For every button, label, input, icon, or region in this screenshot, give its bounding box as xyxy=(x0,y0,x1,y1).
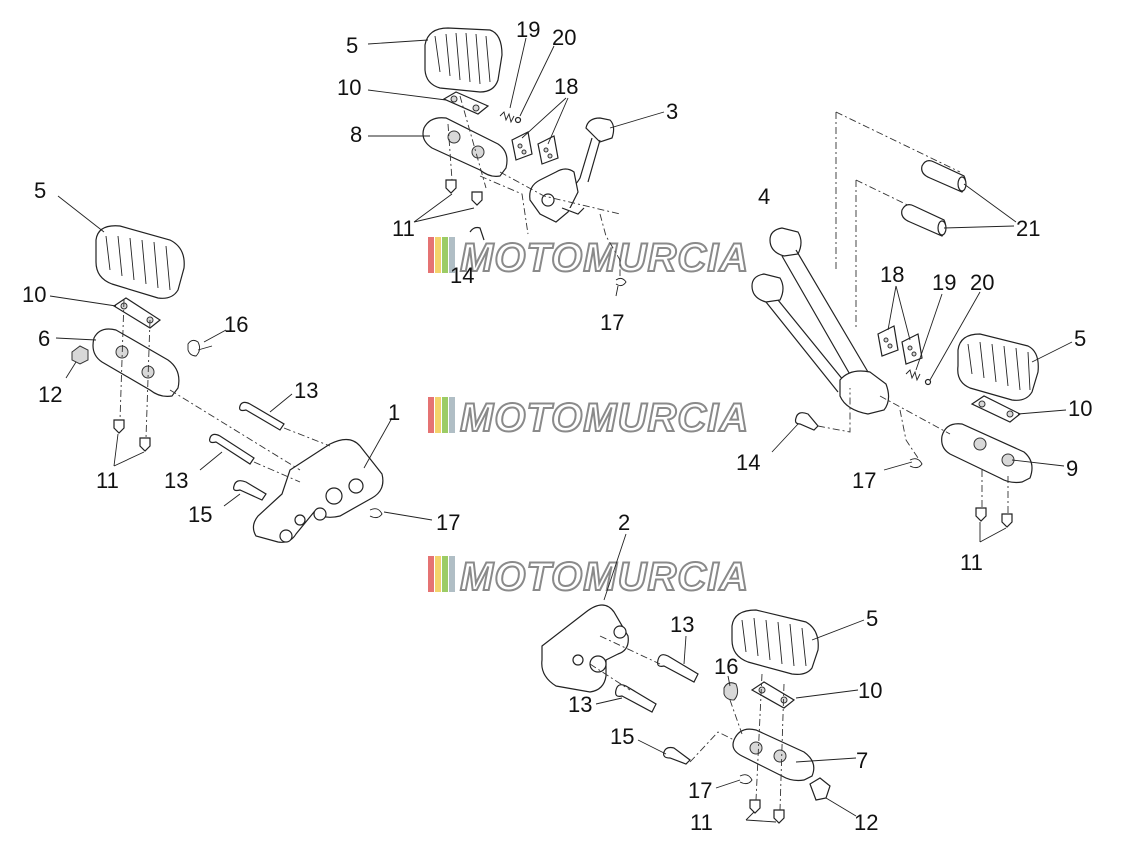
spring-clip xyxy=(723,682,739,701)
callout-label: 11 xyxy=(690,810,713,835)
callout-label: 20 xyxy=(552,25,576,50)
callout-label: 19 xyxy=(932,270,956,295)
callout-label: 10 xyxy=(858,678,882,703)
callout-label: 13 xyxy=(568,692,592,717)
footpeg-rubber xyxy=(424,27,503,93)
callout-label: 5 xyxy=(866,606,878,631)
pin xyxy=(794,412,819,431)
callout-label: 21 xyxy=(1016,216,1040,241)
callout-label: 2 xyxy=(618,510,630,535)
ball xyxy=(514,116,522,124)
main-bracket xyxy=(252,438,384,543)
ball xyxy=(924,378,932,386)
callout-label: 5 xyxy=(1074,326,1086,351)
pin xyxy=(233,480,267,501)
circlip xyxy=(615,277,627,287)
circlip xyxy=(739,774,753,785)
assembly-left: 5 10 6 16 12 11 13 1 13 15 17 xyxy=(22,178,460,543)
watermark-middle: MOTOMURCIA xyxy=(428,395,749,441)
bolt xyxy=(113,419,125,434)
callout-label: 19 xyxy=(516,17,540,42)
callout-label: 17 xyxy=(688,778,712,803)
callout-label: 5 xyxy=(346,33,358,58)
callout-label: 11 xyxy=(960,550,983,575)
callout-label: 10 xyxy=(1068,396,1092,421)
callout-label: 5 xyxy=(34,178,46,203)
callout-label: 20 xyxy=(970,270,994,295)
callout-label: 9 xyxy=(1066,456,1078,481)
plate xyxy=(750,681,796,709)
circlip xyxy=(369,508,383,519)
pin xyxy=(663,746,691,765)
callout-label: 12 xyxy=(854,810,878,835)
svg-text:MOTOMURCIA: MOTOMURCIA xyxy=(460,396,749,440)
svg-text:MOTOMURCIA: MOTOMURCIA xyxy=(460,555,749,599)
gear-shift-lever xyxy=(751,227,890,415)
spring xyxy=(499,111,515,124)
footpeg-rubber xyxy=(95,225,185,299)
assembly-bottom: 2 13 5 16 10 13 15 7 17 11 12 xyxy=(541,510,882,835)
footpeg-bracket xyxy=(941,423,1033,484)
callout-label: 18 xyxy=(880,262,904,287)
long-bolt xyxy=(657,654,699,683)
long-bolt xyxy=(209,433,255,465)
long-bolt xyxy=(239,401,285,431)
callout-label: 13 xyxy=(294,378,318,403)
watermark-bottom: MOTOMURCIA xyxy=(428,554,749,600)
callout-label: 14 xyxy=(450,263,474,288)
footpeg-bracket xyxy=(732,728,815,782)
assembly-right: 4 21 18 19 20 5 10 14 9 17 11 xyxy=(736,111,1092,575)
bolt xyxy=(749,799,761,814)
callout-label: 12 xyxy=(38,382,62,407)
brake-lever xyxy=(529,117,615,223)
callout-label: 16 xyxy=(224,312,248,337)
pin xyxy=(469,226,485,241)
callout-label: 8 xyxy=(350,122,362,147)
callout-label: 1 xyxy=(388,400,400,425)
footpeg-rubber xyxy=(957,333,1039,401)
svg-text:MOTOMURCIA: MOTOMURCIA xyxy=(460,236,749,280)
bolt xyxy=(445,179,457,194)
nut xyxy=(71,345,89,365)
nut xyxy=(809,777,831,801)
watermark-top: MOTOMURCIA xyxy=(428,235,749,281)
callout-label: 16 xyxy=(714,654,738,679)
spring xyxy=(905,369,921,382)
callout-label: 18 xyxy=(554,74,578,99)
callout-label: 4 xyxy=(758,184,770,209)
footpeg-bracket xyxy=(92,328,180,397)
callout-label: 13 xyxy=(164,468,188,493)
callout-label: 10 xyxy=(22,282,46,307)
circlip xyxy=(909,458,923,469)
bolt xyxy=(139,437,151,452)
bolt xyxy=(471,191,483,206)
footpeg-bracket xyxy=(422,117,508,177)
assembly-top-center: 5 19 20 10 18 3 8 11 14 17 xyxy=(337,17,678,335)
callout-label: 17 xyxy=(600,310,624,335)
bolt xyxy=(975,507,987,522)
main-bracket xyxy=(541,604,629,693)
spring-clip xyxy=(187,339,213,357)
plate xyxy=(442,91,490,115)
plate xyxy=(112,297,162,329)
callout-label: 14 xyxy=(736,450,760,475)
callout-label: 15 xyxy=(610,724,634,749)
callout-label: 11 xyxy=(392,216,415,241)
bolt xyxy=(1001,513,1013,528)
callout-label: 17 xyxy=(436,510,460,535)
callout-label: 13 xyxy=(670,612,694,637)
long-bolt xyxy=(615,684,657,713)
callout-label: 11 xyxy=(96,468,119,493)
callout-label: 17 xyxy=(852,468,876,493)
callout-label: 3 xyxy=(666,99,678,124)
bolt xyxy=(773,809,785,824)
callout-label: 10 xyxy=(337,75,361,100)
callout-label: 6 xyxy=(38,326,50,351)
callout-label: 7 xyxy=(856,748,868,773)
footpeg-rubber xyxy=(731,609,819,675)
callout-label: 15 xyxy=(188,502,212,527)
